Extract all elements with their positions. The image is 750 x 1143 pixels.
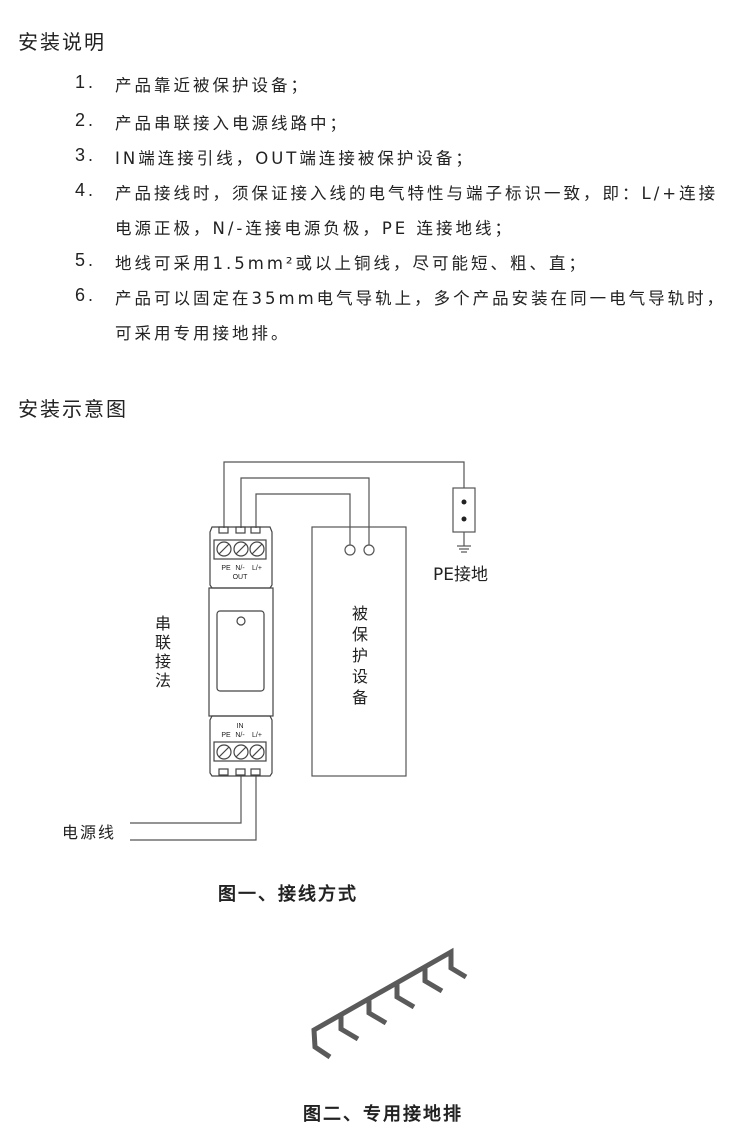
out-l-label: L/+ xyxy=(252,565,262,572)
item-number: 5. xyxy=(75,250,97,270)
figure1-caption: 图一、接线方式 xyxy=(218,884,358,905)
pe-ground-label: PE接地 xyxy=(433,565,488,585)
series-label: 联 xyxy=(155,633,171,652)
item-text: 产品接线时，须保证接入线的电气特性与端子标识一致，即：L/+连接 xyxy=(115,184,719,203)
item-number: 3. xyxy=(75,145,97,165)
install-notes-title: 安装说明 xyxy=(18,30,106,54)
in-label: IN xyxy=(237,723,244,730)
out-pe-label: PE xyxy=(221,565,231,572)
item-number: 4. xyxy=(75,180,97,200)
equipment-label: 保 xyxy=(352,625,368,644)
in-l-label: L/+ xyxy=(252,732,262,739)
equipment-terminal xyxy=(344,544,356,556)
protected-equipment-box xyxy=(311,526,407,777)
power-wire-n xyxy=(130,775,242,824)
screw-terminal-icon xyxy=(216,541,265,557)
equipment-label: 设 xyxy=(352,667,368,686)
item-number: 6. xyxy=(75,285,97,305)
figure2-caption: 图二、专用接地排 xyxy=(303,1104,463,1125)
item-text: 电源正极，N/-连接电源负极，PE 连接地线； xyxy=(115,219,514,238)
out-n-label: N/- xyxy=(235,565,245,572)
in-n-label: N/- xyxy=(235,732,245,739)
power-wire-l xyxy=(130,775,257,841)
spd-module xyxy=(208,526,274,777)
equipment-label: 备 xyxy=(352,688,368,707)
series-label: 法 xyxy=(155,671,171,690)
item-text: 产品可以固定在35mm电气导轨上，多个产品安装在同一电气导轨时， xyxy=(115,289,727,308)
n-out-wire xyxy=(240,477,370,545)
item-text: 产品靠近被保护设备； xyxy=(115,76,310,95)
series-label: 串 xyxy=(155,614,171,633)
diagram-title: 安装示意图 xyxy=(18,397,128,421)
item-number: 1. xyxy=(75,72,97,92)
screw-terminal-icon xyxy=(216,744,265,760)
l-out-wire xyxy=(255,493,351,545)
pe-terminal-box xyxy=(452,487,476,533)
item-number: 2. xyxy=(75,110,97,130)
out-label: OUT xyxy=(233,574,249,581)
series-label: 接 xyxy=(155,652,171,671)
item-text: IN端连接引线，OUT端连接被保护设备； xyxy=(115,149,475,168)
equipment-label: 护 xyxy=(352,646,368,665)
in-pe-label: PE xyxy=(221,732,231,739)
ground-icon xyxy=(457,545,471,553)
item-text: 可采用专用接地排。 xyxy=(115,324,291,343)
equipment-label: 被 xyxy=(352,604,368,623)
equipment-terminal xyxy=(363,544,375,556)
grounding-bar xyxy=(311,947,468,1060)
power-line-label: 电源线 xyxy=(62,823,116,842)
pe-wire xyxy=(223,461,465,528)
item-text: 产品串联接入电源线路中； xyxy=(115,114,349,133)
item-text: 地线可采用1.5mm²或以上铜线，尽可能短、粗、直； xyxy=(115,254,589,273)
